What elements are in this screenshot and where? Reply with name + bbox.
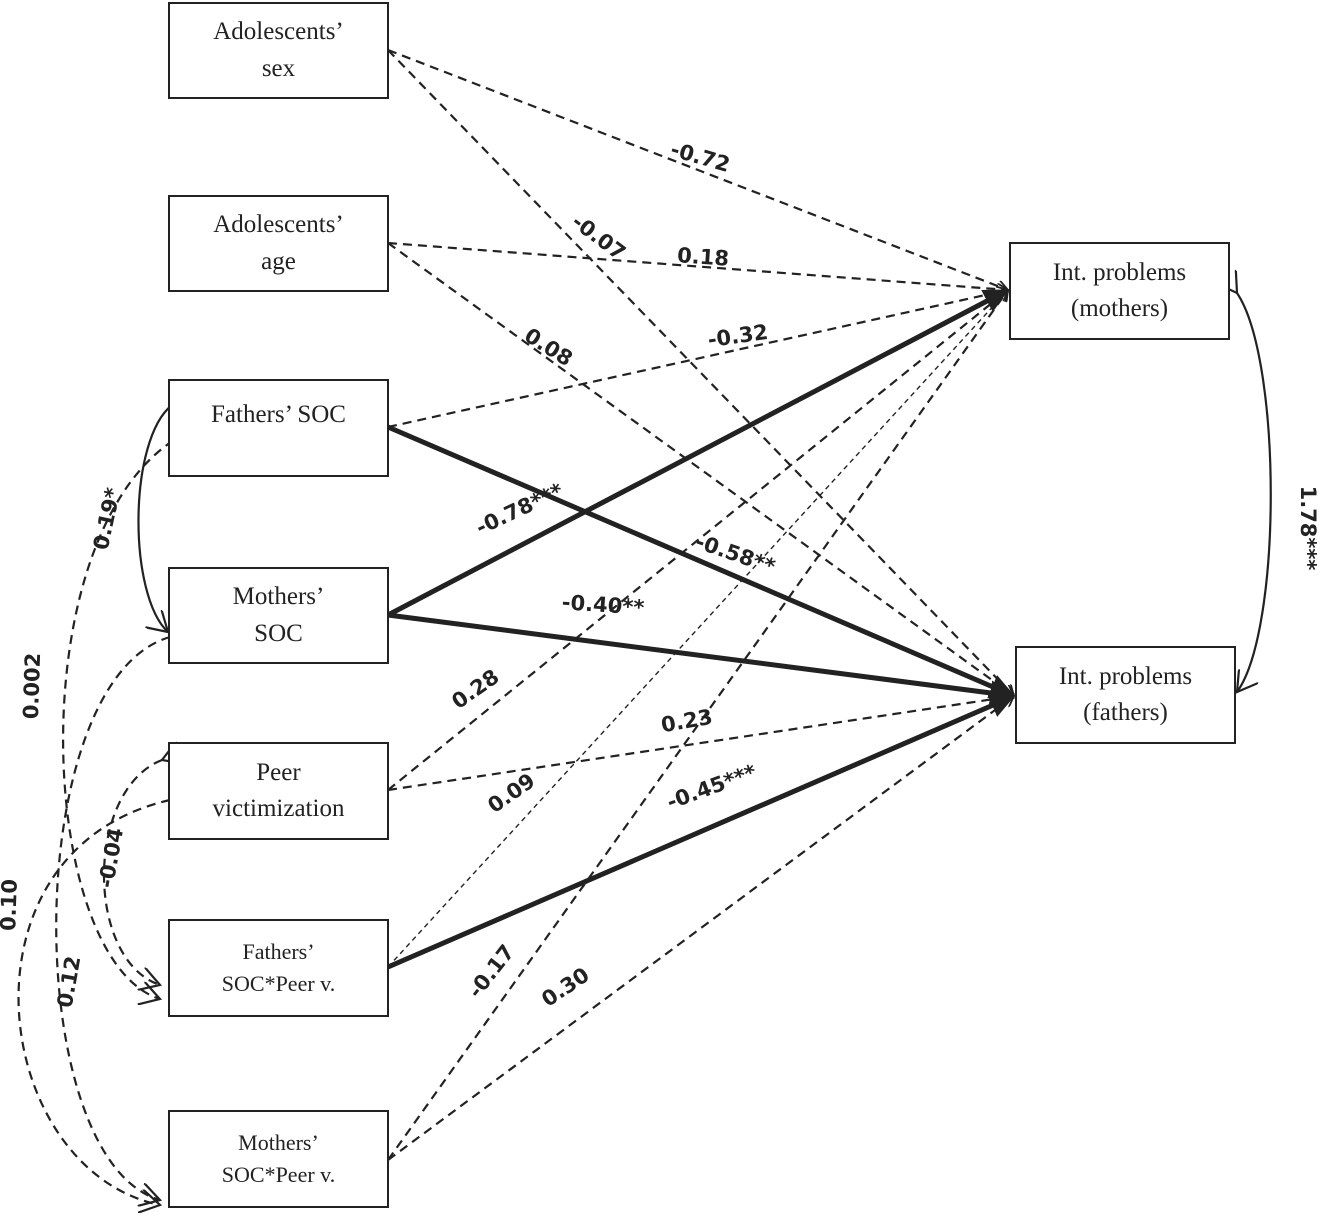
path-fsocpv-to-intf	[387, 693, 1016, 970]
path-age-to-intf	[387, 242, 1014, 696]
node-label: Int. problems	[1052, 258, 1187, 286]
paths-layer	[386, 48, 1016, 1161]
covariance-coefficient: 0.10	[0, 879, 22, 932]
covariance-intm-intf	[1237, 293, 1272, 692]
path-coefficient: -0.40**	[561, 590, 645, 620]
path-coefficient: 0.08	[520, 323, 577, 371]
node-label: victimization	[212, 795, 345, 822]
node-label: Mothers’	[232, 583, 325, 611]
path-coefficient: -0.07	[567, 209, 630, 265]
node-mothers-soc: Mothers’ SOC	[168, 567, 389, 664]
node-int-problems-mothers: Int. problems (mothers)	[1009, 242, 1230, 340]
path-coefficient: 0.09	[483, 768, 539, 817]
path-msoc-to-intm	[386, 287, 1010, 618]
path-msocpv-to-intf	[387, 696, 1014, 1161]
path-coefficient: -0.32	[706, 320, 769, 352]
node-label: sex	[261, 54, 296, 82]
path-fsoc-to-intf	[387, 424, 1016, 699]
covariance-fsoc-msoc	[137, 405, 172, 632]
path-coefficient: -0.17	[463, 940, 519, 1002]
path-coefficient: 0.18	[676, 243, 729, 271]
node-adolescents-sex: Adolescents’ sex	[168, 2, 389, 99]
path-fsocpv-to-intm	[387, 290, 1008, 968]
covariance-coefficient: 0.19*	[89, 486, 126, 552]
path-peer-to-intm	[387, 290, 1008, 791]
node-label: Adolescents’	[213, 18, 344, 46]
node-label: Adolescents’	[213, 211, 344, 239]
node-mothers-soc-peer-v: Mothers’ SOC*Peer v.	[168, 1110, 389, 1208]
node-label: Mothers’	[238, 1130, 319, 1156]
path-coefficient: -0.45***	[664, 760, 760, 815]
node-label: (fathers)	[1083, 699, 1168, 726]
covariance-msoc-msocpv	[55, 635, 171, 1200]
path-sex-to-intm	[387, 48, 1008, 290]
node-label: age	[261, 247, 296, 275]
covariance-coefficient: 0.002	[19, 652, 45, 719]
node-adolescents-age: Adolescents’ age	[168, 195, 389, 292]
path-coefficient: 0.28	[447, 664, 503, 713]
node-fathers-soc-peer-v: Fathers’ SOC*Peer v.	[168, 919, 389, 1017]
node-peer-victimization: Peer victimization	[168, 742, 389, 840]
node-label: SOC	[254, 619, 303, 647]
node-label: (mothers)	[1070, 295, 1169, 322]
path-coefficient: 0.30	[537, 963, 593, 1012]
node-label: SOC*Peer v.	[221, 1162, 336, 1187]
path-age-to-intm	[387, 241, 1008, 290]
covariance-coefficient: 1.78***	[1296, 486, 1320, 571]
covariance-peer-msocpv	[17, 798, 171, 1205]
path-msoc-to-intf	[387, 612, 1016, 706]
node-label: Peer	[256, 758, 301, 786]
covariances-layer	[17, 293, 1272, 1205]
node-label: Fathers’	[242, 939, 315, 965]
node-int-problems-fathers: Int. problems (fathers)	[1015, 646, 1236, 744]
covariance-coefficient: -0.04	[94, 826, 128, 890]
covariance-fsoc-fsocpv	[62, 433, 186, 999]
node-fathers-soc: Fathers’ SOC	[168, 379, 389, 477]
path-coefficient: -0.58**	[692, 529, 778, 579]
node-label: Int. problems	[1058, 662, 1193, 690]
node-label: Fathers’ SOC	[211, 401, 346, 428]
path-coefficient: 0.23	[659, 705, 714, 738]
node-label: SOC*Peer v.	[221, 971, 336, 996]
covariance-peer-fsocpv	[103, 760, 162, 985]
path-peer-to-intf	[387, 696, 1014, 792]
path-fsoc-to-intm	[387, 290, 1008, 429]
path-msocpv-to-intm	[387, 290, 1008, 1161]
